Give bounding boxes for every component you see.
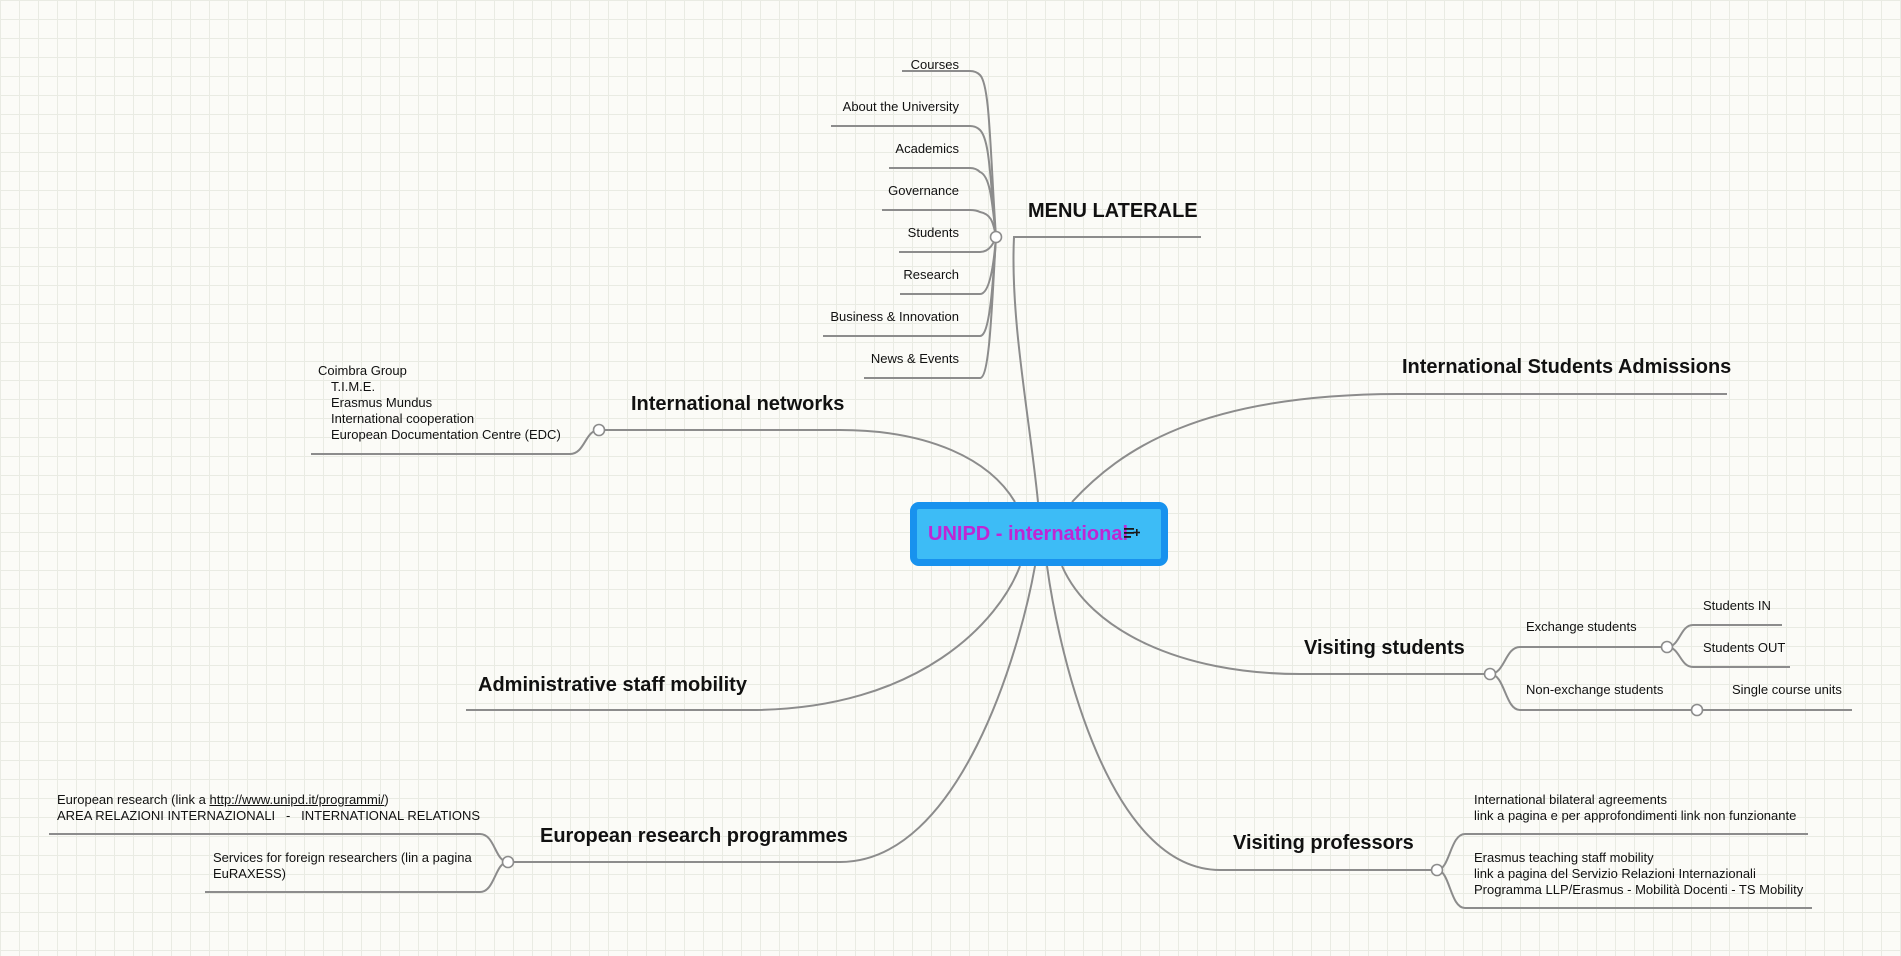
link-menu-laterale [1012,236,1201,503]
erasmus-teaching-line-3: Programma LLP/Erasmus - Mobilità Docenti… [1474,882,1804,897]
relazioni-internazionali-line: AREA RELAZIONI INTERNAZIONALI - INTERNAT… [57,808,481,823]
root-title: UNIPD - international [928,523,1129,545]
link-international-networks [599,429,1016,503]
menu-item-students[interactable]: Students [907,225,959,240]
european-research-suffix: ) [384,792,389,807]
exchange-students-line [1489,646,1667,675]
branch-international-students-admissions[interactable]: International Students Admissions [1402,356,1732,378]
menu-item-academics[interactable]: Academics [895,141,959,156]
bilateral-agreements-line-2: link a pagina e per approfondimenti link… [1474,808,1797,823]
link-administrative-staff-mobility [466,565,1021,711]
menu-item-business[interactable]: Business & Innovation [830,309,959,324]
branch-visiting-professors[interactable]: Visiting professors [1233,832,1414,854]
international-networks-list[interactable]: Coimbra Group T.I.M.E. Erasmus Mundus In… [318,363,561,443]
single-course-units[interactable]: Single course units [1732,682,1842,697]
european-research-item[interactable]: European research (link a http://www.uni… [57,792,480,824]
link-international-students-admissions [1071,393,1727,503]
menu-item-courses[interactable]: Courses [910,57,959,72]
link-visiting-professors [1046,565,1437,871]
menu-item-news-events[interactable]: News & Events [870,351,959,366]
erasmus-teaching-item[interactable]: Erasmus teaching staff mobility link a p… [1474,850,1803,898]
programmi-link[interactable]: http://www.unipd.it/programmi/ [209,792,385,807]
menu-laterale-children [823,70,1003,379]
erasmus-teaching-line-1: Erasmus teaching staff mobility [1474,850,1654,865]
network-line: Coimbra Group [318,363,407,378]
branch-menu-laterale[interactable]: MENU LATERALE [1028,200,1198,222]
foreign-researchers-line-2: EuRAXESS) [213,866,286,881]
link-european-research-programmes [508,565,1036,863]
menu-item-about[interactable]: About the University [842,99,959,114]
branch-visiting-students[interactable]: Visiting students [1304,637,1465,659]
students-in[interactable]: Students IN [1703,598,1771,613]
network-line: European Documentation Centre (EDC) [331,427,561,442]
foreign-researchers-item[interactable]: Services for foreign researchers (lin a … [213,850,472,882]
bilateral-agreements-item[interactable]: International bilateral agreements link … [1474,792,1796,824]
non-exchange-students[interactable]: Non-exchange students [1526,682,1664,697]
european-research-prefix: European research (link a [57,792,210,807]
root-node[interactable]: UNIPD - international [910,502,1168,566]
students-out[interactable]: Students OUT [1703,640,1786,655]
branch-international-networks[interactable]: International networks [631,393,845,415]
menu-item-research[interactable]: Research [903,267,959,282]
link-visiting-students [1061,565,1490,675]
erasmus-teaching-line-2: link a pagina del Servizio Relazioni Int… [1474,866,1756,881]
branch-european-research-programmes[interactable]: European research programmes [540,825,848,847]
menu-item-governance[interactable]: Governance [888,183,959,198]
network-line: Erasmus Mundus [331,395,433,410]
exchange-students[interactable]: Exchange students [1526,619,1637,634]
bilateral-agreements-line-1: International bilateral agreements [1474,792,1667,807]
branch-administrative-staff-mobility[interactable]: Administrative staff mobility [478,674,747,696]
network-line: T.I.M.E. [331,379,376,394]
foreign-researchers-line-1: Services for foreign researchers (lin a … [213,850,472,865]
network-line: International cooperation [331,411,475,426]
note-icon[interactable] [1124,527,1140,541]
european-research-line-1: European research (link a http://www.uni… [57,792,480,808]
